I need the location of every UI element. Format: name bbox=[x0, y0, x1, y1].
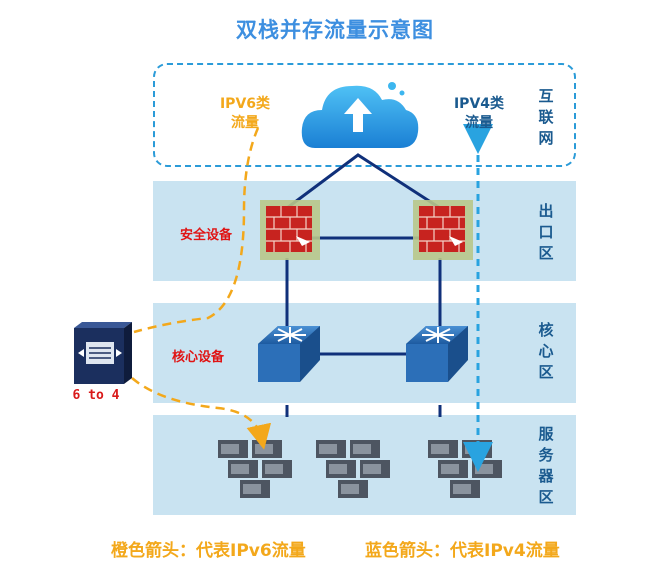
ipv6-flow-arrow-upper bbox=[133, 127, 260, 334]
egress-zone bbox=[153, 181, 576, 281]
zone-label-egress: 出口区 bbox=[533, 201, 559, 264]
network-links bbox=[285, 153, 442, 417]
firewall-icon bbox=[260, 200, 320, 260]
internet-zone bbox=[153, 63, 576, 167]
legend-ipv6: 橙色箭头：代表IPv6流量 bbox=[111, 541, 306, 561]
zone-label-text: 出口区 bbox=[538, 202, 554, 262]
ipv4-traffic-label-line1: IPV4类 bbox=[453, 96, 505, 112]
ipv4-traffic-label: IPV4类 流量 bbox=[444, 95, 514, 133]
core-switch-icon bbox=[258, 326, 320, 382]
server-stack-icon bbox=[218, 440, 292, 498]
diagram-title: 双栈并存流量示意图 bbox=[236, 18, 434, 42]
legend-ipv4: 蓝色箭头：代表IPv4流量 bbox=[365, 541, 560, 561]
ipv6-flow-arrow-lower bbox=[131, 377, 272, 450]
server-stack-icon bbox=[428, 440, 502, 498]
zone-label-core: 核心区 bbox=[533, 320, 559, 383]
core-switch-icon bbox=[406, 326, 468, 382]
zone-label-server: 服务器区 bbox=[533, 424, 559, 508]
zone-label-text: 核心区 bbox=[538, 321, 554, 381]
core-device-label: 核心设备 bbox=[172, 350, 225, 365]
security-device-label: 安全设备 bbox=[180, 228, 233, 243]
ipv6-traffic-label-line1: IPV6类 bbox=[219, 96, 271, 112]
cloud-upload-icon bbox=[301, 82, 419, 148]
zone-label-text: 互联网 bbox=[538, 87, 554, 147]
ipv6-traffic-label: IPV6类 流量 bbox=[210, 95, 280, 133]
firewall-icon bbox=[413, 200, 473, 260]
converter-icon bbox=[74, 322, 132, 384]
converter-label: 6 to 4 bbox=[72, 388, 120, 403]
zone-label-internet: 互联网 bbox=[533, 86, 559, 149]
server-stack-icon bbox=[316, 440, 390, 498]
zone-label-text: 服务器区 bbox=[538, 425, 554, 506]
ipv6-traffic-label-line2: 流量 bbox=[231, 115, 259, 131]
ipv4-traffic-label-line2: 流量 bbox=[465, 115, 493, 131]
